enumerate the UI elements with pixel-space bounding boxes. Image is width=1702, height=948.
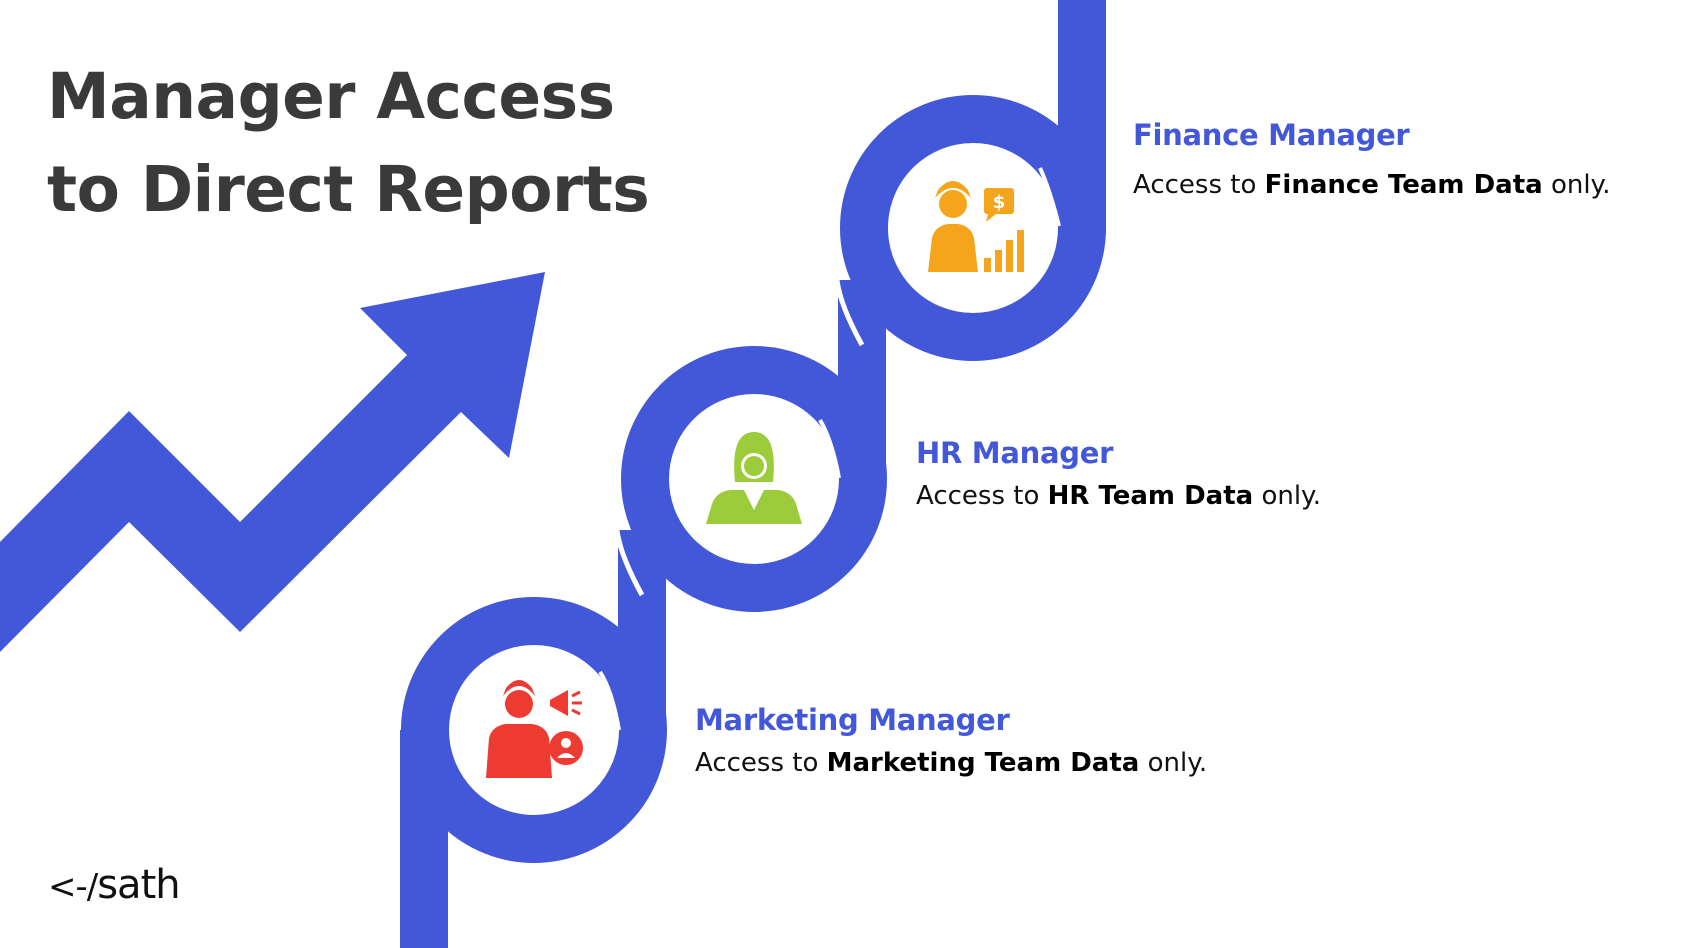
- brand-logo: <-/sath: [48, 862, 181, 908]
- step-marketing: Marketing Manager Access to Marketing Te…: [695, 703, 1207, 778]
- logo-mark: <-/: [48, 867, 98, 907]
- step-heading: HR Manager: [916, 436, 1114, 470]
- step-finance: Finance Manager Access to Finance Team D…: [1133, 118, 1611, 200]
- trend-arrow: [0, 272, 545, 652]
- road-path: [400, 0, 1106, 948]
- desc-prefix: Access to: [916, 481, 1048, 511]
- desc-prefix: Access to: [695, 748, 827, 778]
- title-line-2: to Direct Reports: [47, 153, 650, 226]
- step-description: Access to Finance Team Data only.: [1133, 170, 1611, 200]
- desc-suffix: only.: [1542, 170, 1611, 200]
- step-description: Access to Marketing Team Data only.: [695, 748, 1207, 778]
- page-title: Manager Access to Direct Reports: [47, 50, 650, 236]
- desc-bold: Marketing Team Data: [826, 748, 1140, 778]
- hr-manager-icon: [706, 432, 802, 524]
- marketing-manager-icon: [486, 680, 583, 778]
- logo-text: sath: [97, 862, 180, 908]
- finance-manager-icon: $: [928, 181, 1024, 272]
- desc-suffix: only.: [1139, 748, 1208, 778]
- title-line-1: Manager Access: [47, 60, 615, 133]
- step-heading: Marketing Manager: [695, 703, 1010, 737]
- step-description: Access to HR Team Data only.: [916, 481, 1321, 511]
- step-heading: Finance Manager: [1133, 118, 1410, 152]
- desc-bold: Finance Team Data: [1264, 170, 1543, 200]
- step-hr: HR Manager Access to HR Team Data only.: [916, 436, 1321, 511]
- svg-text:$: $: [993, 192, 1006, 213]
- desc-bold: HR Team Data: [1047, 481, 1254, 511]
- desc-suffix: only.: [1253, 481, 1322, 511]
- desc-prefix: Access to: [1133, 170, 1265, 200]
